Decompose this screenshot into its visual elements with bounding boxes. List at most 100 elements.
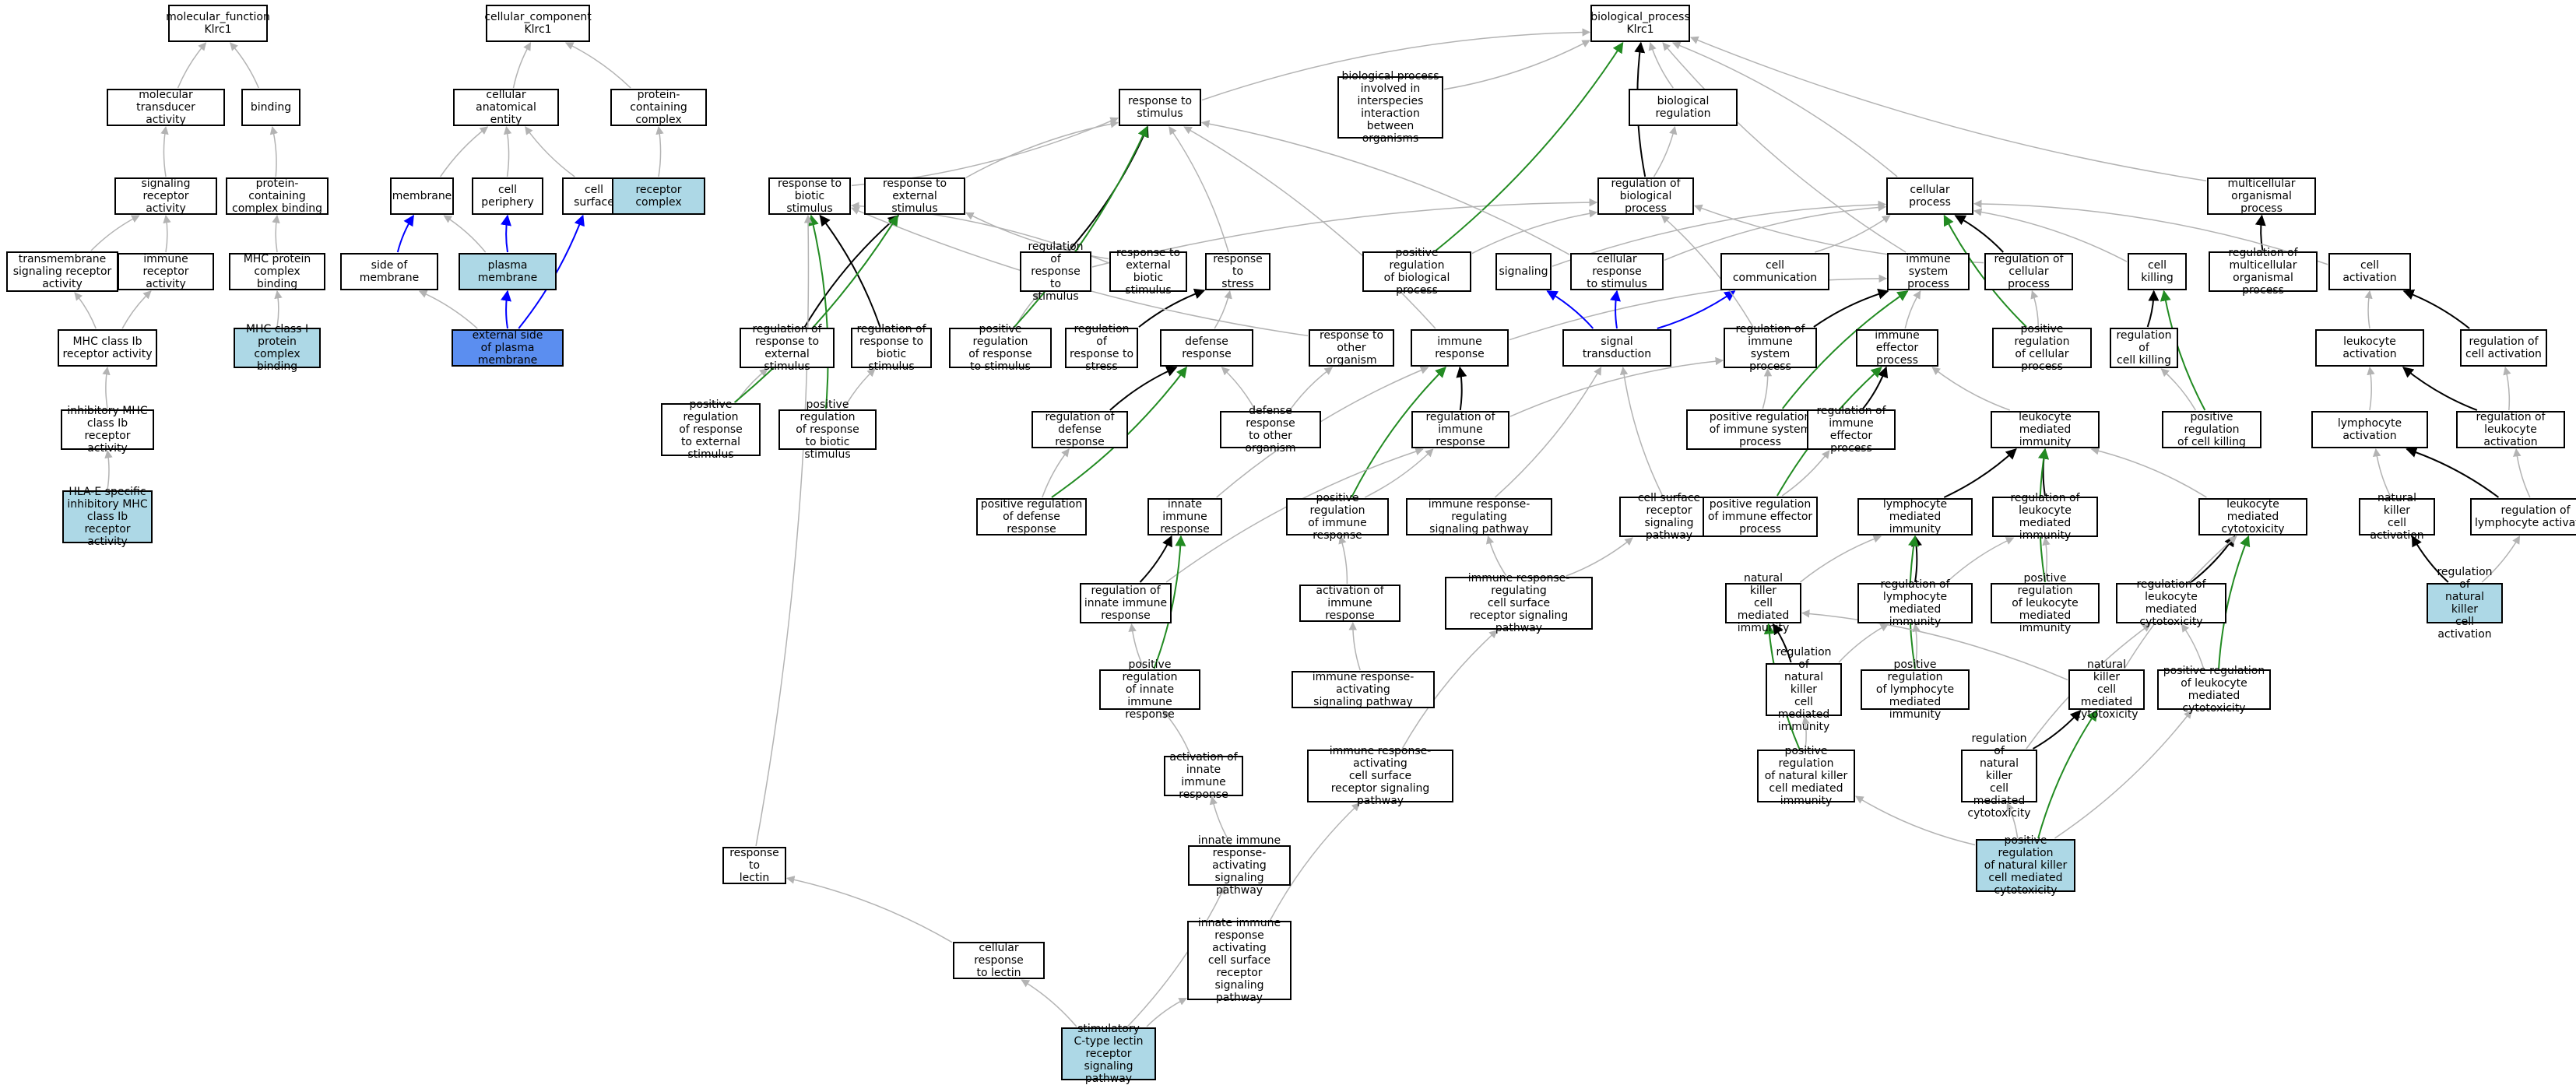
term-node-crs[interactable]: cellular response to stimulus: [1570, 253, 1664, 290]
term-node-espm[interactable]: external side of plasma membrane: [452, 329, 564, 367]
term-node-rlya[interactable]: regulation of lymphocyte activation: [2470, 498, 2576, 535]
term-node-dr[interactable]: defense response: [1160, 329, 1253, 367]
term-node-lmc[interactable]: leukocyte mediated cytotoxicity: [2198, 498, 2307, 535]
term-node-rstress[interactable]: response to stress: [1205, 253, 1270, 290]
term-node-prbp[interactable]: positive regulation of biological proces…: [1362, 247, 1471, 297]
term-node-bpio[interactable]: biological process involved in interspec…: [1337, 70, 1443, 145]
term-node-isp[interactable]: immune system process: [1887, 253, 1970, 290]
term-node-res[interactable]: response to external stimulus: [864, 177, 965, 215]
term-node-nkcmi[interactable]: natural killer cell mediated immunity: [1725, 572, 1801, 634]
term-node-sra[interactable]: signaling receptor activity: [114, 177, 217, 215]
term-node-mhcpcb[interactable]: MHC protein complex binding: [229, 253, 325, 290]
term-node-bp[interactable]: biological_process Klrc1: [1590, 5, 1690, 42]
term-node-aoir[interactable]: activation of immune response: [1299, 585, 1400, 622]
term-node-rlmc[interactable]: regulation of leukocyte mediated cytotox…: [2116, 578, 2226, 628]
term-node-riir[interactable]: regulation of innate immune response: [1080, 583, 1172, 623]
term-node-csrsp[interactable]: cell surface receptor signaling pathway: [1619, 492, 1719, 542]
term-node-ca[interactable]: cell activation: [2328, 253, 2411, 290]
term-node-rbp[interactable]: regulation of biological process: [1597, 177, 1694, 215]
term-node-lymi[interactable]: lymphocyte mediated immunity: [1857, 498, 1973, 535]
term-node-mem[interactable]: membrane: [390, 177, 454, 215]
term-node-prck[interactable]: positive regulation of cell killing: [2162, 411, 2261, 448]
term-node-breg[interactable]: biological regulation: [1629, 89, 1738, 126]
term-node-nkca[interactable]: natural killer cell activation: [2359, 492, 2435, 542]
term-node-irrsp[interactable]: immune response-regulating signaling pat…: [1406, 498, 1552, 535]
term-node-cper[interactable]: cell periphery: [472, 177, 543, 215]
term-node-mop[interactable]: multicellular organismal process: [2207, 177, 2316, 215]
term-node-rnkcmc[interactable]: regulation of natural killer cell mediat…: [1961, 732, 2037, 820]
term-node-mhci[interactable]: MHC class I protein complex binding: [234, 323, 321, 373]
term-node-rcpx[interactable]: receptor complex: [612, 177, 705, 215]
term-node-rnkca[interactable]: regulation of natural killer cell activa…: [2427, 566, 2503, 641]
term-node-cc[interactable]: cellular_component Klrc1: [484, 5, 592, 42]
term-node-prlmi[interactable]: positive regulation of leukocyte mediate…: [1991, 572, 2100, 634]
term-node-iiracsrsp[interactable]: innate immune response activating cell s…: [1187, 917, 1292, 1004]
term-node-riep[interactable]: regulation of immune effector process: [1807, 405, 1896, 455]
term-node-prisp[interactable]: positive regulation of immune system pro…: [1686, 409, 1834, 450]
term-node-mhcib[interactable]: MHC class Ib receptor activity: [58, 329, 157, 367]
term-node-prrs[interactable]: positive regulation of response to stimu…: [949, 323, 1052, 373]
term-node-rlymi[interactable]: regulation of lymphocyte mediated immuni…: [1857, 578, 1973, 628]
term-node-rla[interactable]: regulation of leukocyte activation: [2456, 411, 2565, 448]
term-node-pccb[interactable]: protein-containing complex binding: [226, 177, 329, 215]
term-node-prir[interactable]: positive regulation of immune response: [1286, 492, 1389, 542]
term-node-rca[interactable]: regulation of cell activation: [2460, 329, 2547, 367]
term-node-iir[interactable]: innate immune response: [1147, 498, 1222, 535]
term-node-mta[interactable]: molecular transducer activity: [107, 89, 225, 126]
term-node-tsra[interactable]: transmembrane signaling receptor activit…: [6, 251, 118, 292]
term-node-prnkcmc[interactable]: positive regulation of natural killer ce…: [1976, 834, 2075, 897]
term-node-ira[interactable]: immune receptor activity: [118, 253, 214, 290]
term-node-irrcsrsp[interactable]: immune response-regulating cell surface …: [1445, 572, 1593, 634]
term-node-prlymi[interactable]: positive regulation of lymphocyte mediat…: [1861, 658, 1970, 721]
term-node-iep[interactable]: immune effector process: [1856, 329, 1938, 367]
term-node-sctl[interactable]: stimulatory C-type lectin receptor signa…: [1061, 1023, 1156, 1085]
term-node-pcc[interactable]: protein-containing complex: [610, 89, 707, 126]
term-node-crl[interactable]: cellular response to lectin: [953, 942, 1045, 979]
term-node-irasp[interactable]: immune response-activating signaling pat…: [1292, 671, 1435, 708]
term-node-som[interactable]: side of membrane: [340, 253, 438, 290]
term-node-nkcmc[interactable]: natural killer cell mediated cytotoxicit…: [2068, 658, 2145, 721]
term-node-bind[interactable]: binding: [241, 89, 300, 126]
term-node-ir[interactable]: immune response: [1411, 329, 1509, 367]
term-node-rebs[interactable]: response to external biotic stimulus: [1109, 247, 1187, 297]
term-node-rts[interactable]: response to stimulus: [1119, 89, 1201, 126]
term-node-rres[interactable]: regulation of response to external stimu…: [740, 323, 835, 373]
term-node-aiir[interactable]: activation of innate immune response: [1164, 751, 1243, 801]
term-node-hlae[interactable]: HLA-E specific inhibitory MHC class Ib r…: [62, 486, 153, 548]
term-node-pm[interactable]: plasma membrane: [459, 253, 557, 290]
term-node-prres[interactable]: positive regulation of response to exter…: [661, 399, 761, 461]
term-node-prnkcmi[interactable]: positive regulation of natural killer ce…: [1757, 745, 1855, 807]
term-node-rir[interactable]: regulation of immune response: [1411, 411, 1509, 448]
term-node-rcp[interactable]: regulation of cellular process: [1984, 253, 2073, 290]
term-node-ck[interactable]: cell killing: [2128, 253, 2187, 290]
term-node-mf[interactable]: molecular_function Klrc1: [166, 5, 270, 42]
term-node-rrs[interactable]: regulation of response to stimulus: [1020, 241, 1091, 303]
term-node-rrbs[interactable]: regulation of response to biotic stimulu…: [851, 323, 932, 373]
term-node-prcp[interactable]: positive regulation of cellular process: [1992, 323, 2092, 373]
term-node-priir[interactable]: positive regulation of innate immune res…: [1099, 658, 1200, 721]
term-node-lmi[interactable]: leukocyte mediated immunity: [1991, 411, 2100, 448]
term-node-iirasp[interactable]: innate immune response-activating signal…: [1188, 834, 1291, 897]
term-node-inhib[interactable]: inhibitory MHC class Ib receptor activit…: [61, 405, 154, 455]
term-node-prrbs[interactable]: positive regulation of response to bioti…: [778, 399, 877, 461]
term-node-iracsrsp[interactable]: immune response-activating cell surface …: [1307, 745, 1453, 807]
term-node-ccom[interactable]: cell communication: [1720, 253, 1829, 290]
term-node-rrstress[interactable]: regulation of response to stress: [1065, 323, 1138, 373]
term-node-rdr[interactable]: regulation of defense response: [1031, 411, 1128, 448]
term-node-la[interactable]: leukocyte activation: [2315, 329, 2424, 367]
term-node-drto[interactable]: defense response to other organism: [1220, 405, 1321, 455]
term-node-cp[interactable]: cellular process: [1886, 177, 1973, 215]
term-node-rto[interactable]: response to other organism: [1309, 329, 1394, 367]
term-node-risp[interactable]: regulation of immune system process: [1724, 323, 1817, 373]
term-node-rlmi[interactable]: regulation of leukocyte mediated immunit…: [1992, 492, 2098, 542]
term-node-rbs[interactable]: response to biotic stimulus: [768, 177, 851, 215]
term-node-prlmc[interactable]: positive regulation of leukocyte mediate…: [2157, 665, 2271, 715]
term-node-rmop[interactable]: regulation of multicellular organismal p…: [2209, 247, 2318, 297]
term-node-lya[interactable]: lymphocyte activation: [2311, 411, 2428, 448]
term-node-cae[interactable]: cellular anatomical entity: [453, 89, 559, 126]
term-node-prepiep[interactable]: positive regulation of immune effector p…: [1703, 497, 1818, 537]
term-node-st[interactable]: signal transduction: [1562, 329, 1671, 367]
term-node-rtl[interactable]: response to lectin: [722, 847, 786, 884]
term-node-rnkcmi[interactable]: regulation of natural killer cell mediat…: [1766, 646, 1842, 733]
term-node-prdr[interactable]: positive regulation of defense response: [976, 498, 1087, 535]
